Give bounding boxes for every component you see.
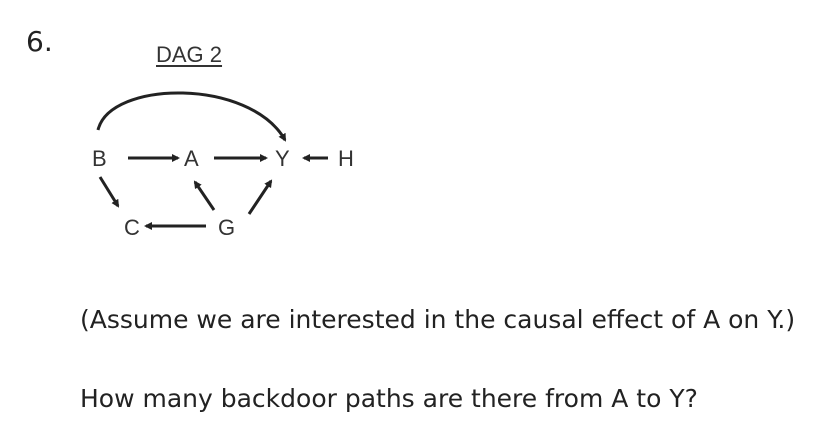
node-y: Y	[275, 146, 290, 171]
dag-title: DAG 2	[156, 42, 223, 67]
assumption-text: (Assume we are interested in the causal …	[80, 305, 796, 334]
question-prompt: How many backdoor paths are there from A…	[80, 384, 698, 413]
edge-g-y	[247, 179, 273, 215]
edge-b-y-curved	[96, 91, 287, 142]
question-number: 6.	[26, 25, 53, 58]
node-g: G	[218, 215, 235, 240]
node-h: H	[338, 146, 354, 171]
edge-b-c	[98, 176, 120, 208]
edge-g-a	[193, 180, 216, 211]
node-a: A	[184, 146, 199, 171]
node-b: B	[92, 146, 107, 171]
dag-diagram: B A Y H C G	[92, 91, 354, 240]
node-c: C	[124, 215, 140, 240]
